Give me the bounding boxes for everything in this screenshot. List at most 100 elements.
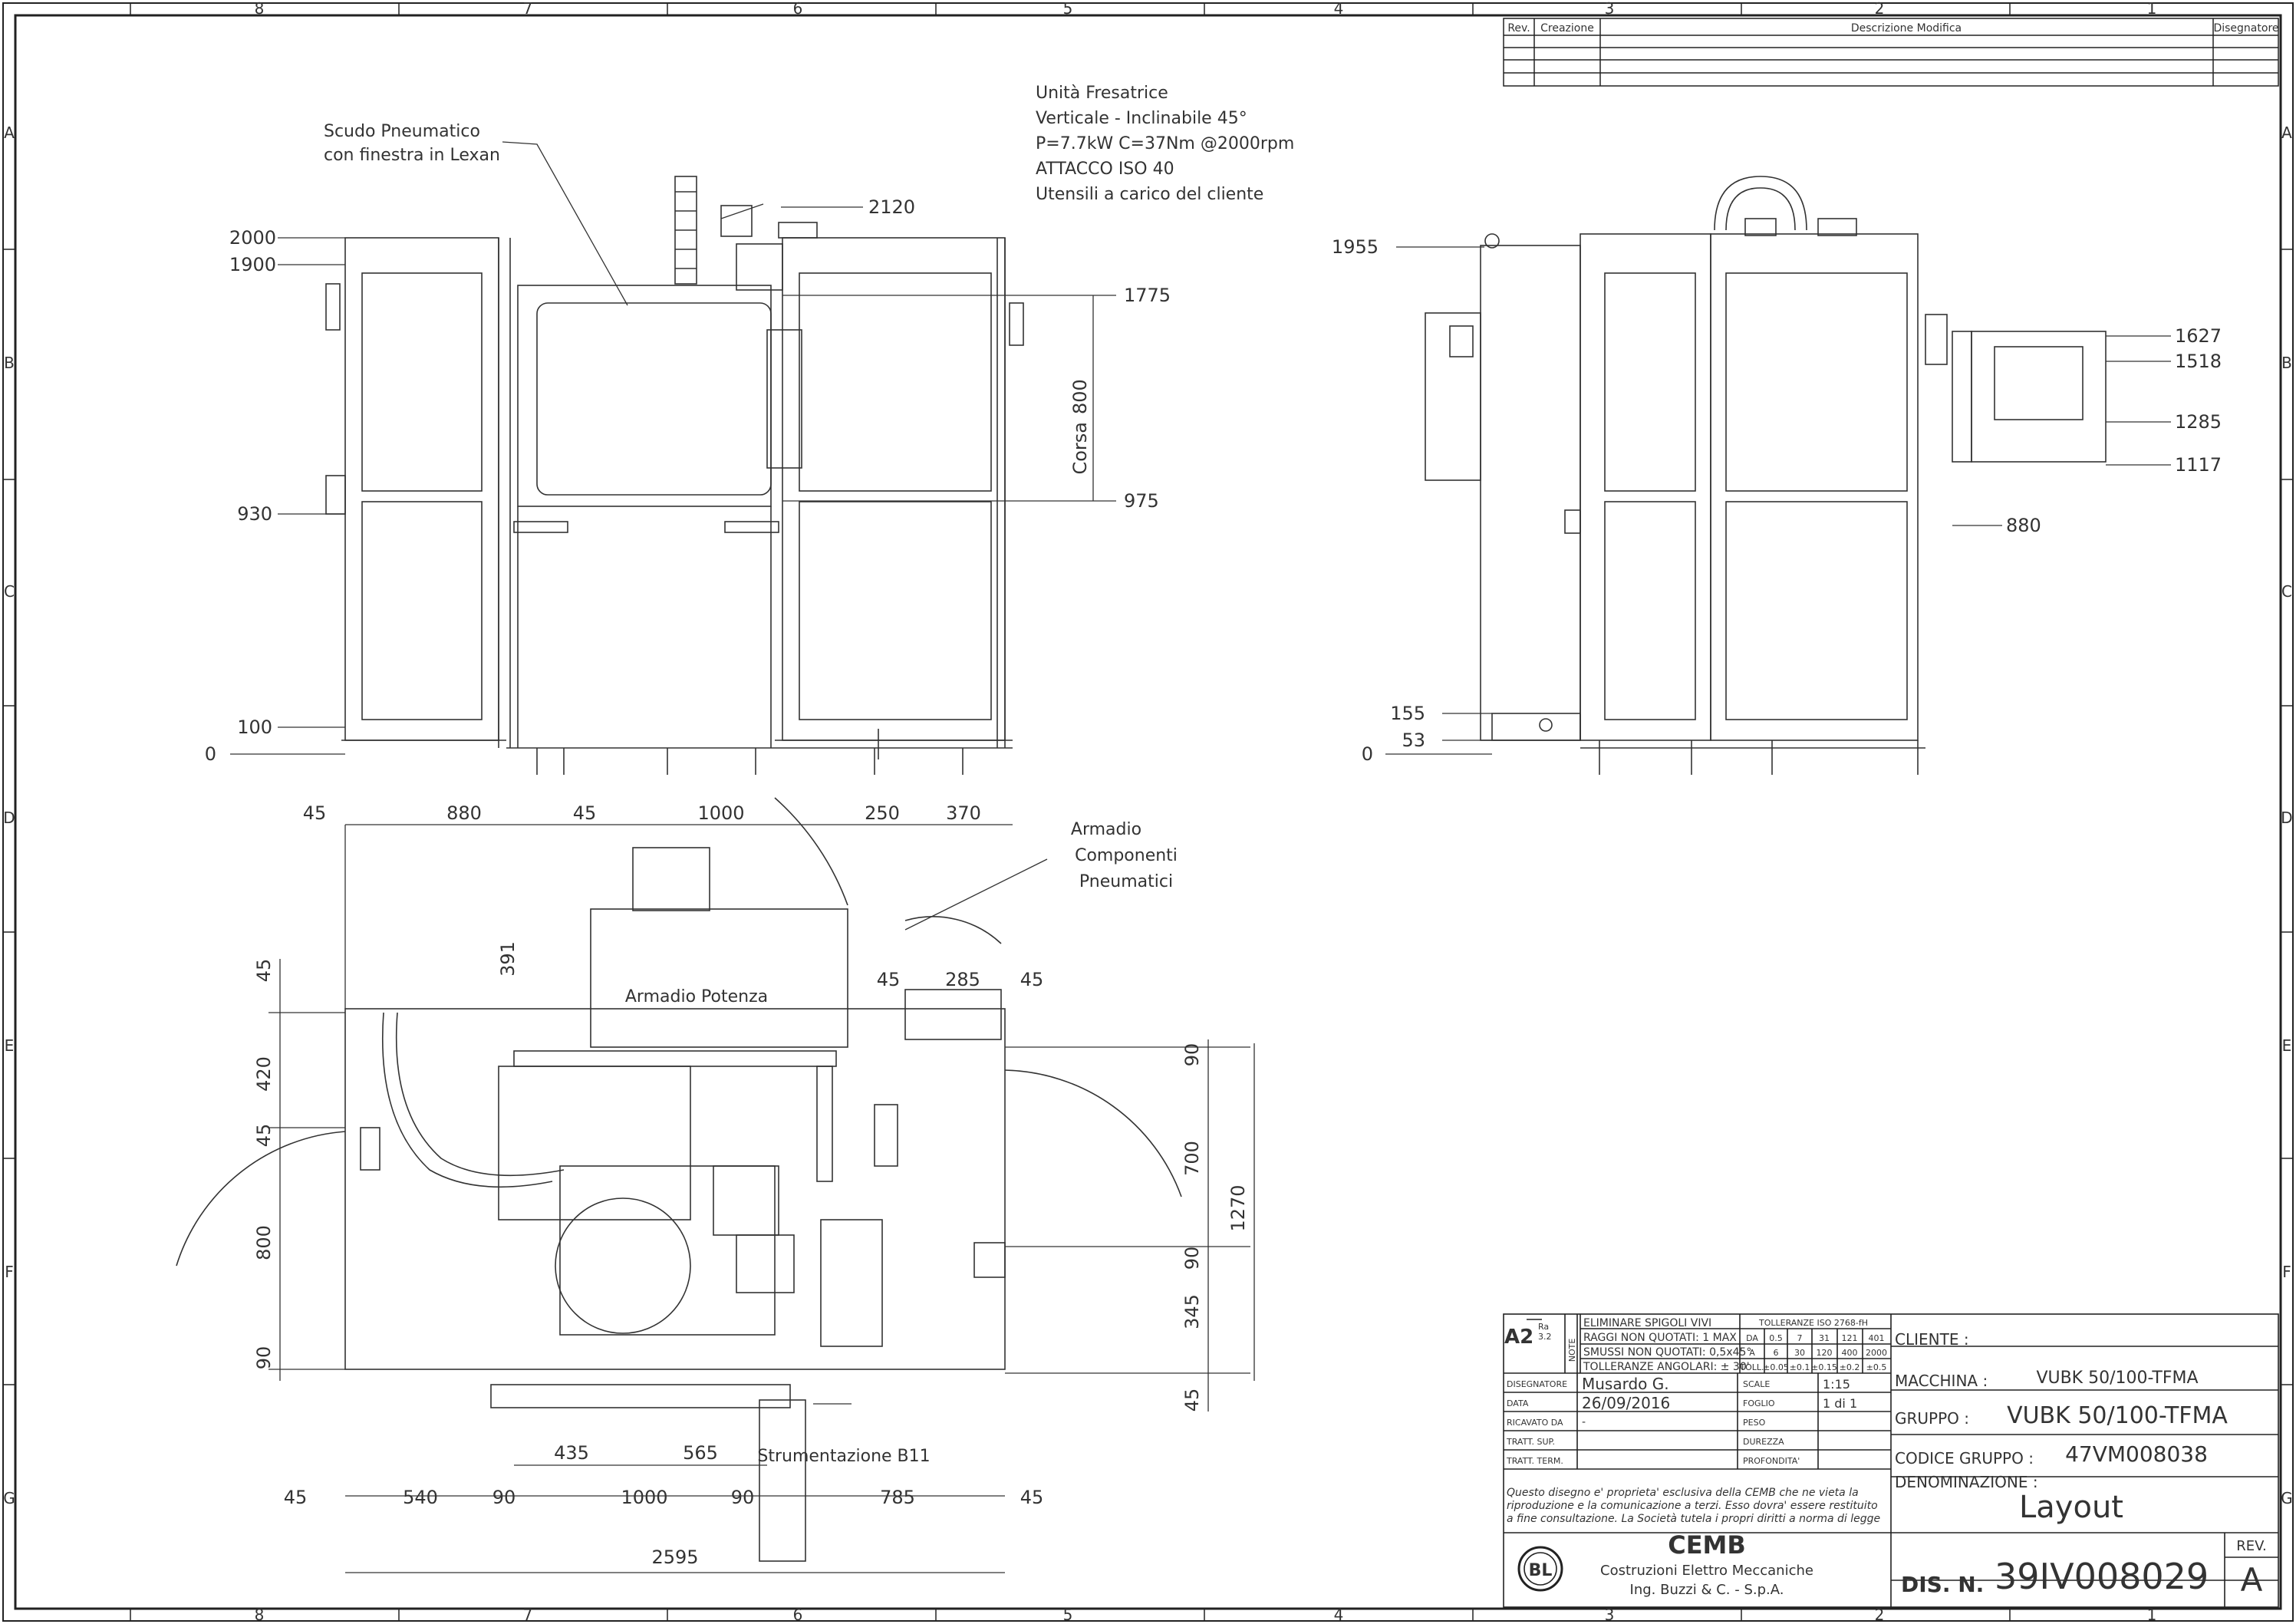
- col-label: 6: [793, 1606, 803, 1624]
- durezza-label: DUREZZA: [1743, 1437, 1784, 1447]
- col-label: 8: [255, 0, 265, 18]
- rev-value: A: [2241, 1561, 2263, 1599]
- macchina-label: MACCHINA :: [1895, 1372, 1988, 1390]
- company-logo-icon: BL: [1529, 1561, 1553, 1580]
- dim-right-1270: 1270: [1227, 1184, 1249, 1231]
- denominazione-value: Layout: [2019, 1490, 2123, 1525]
- dim-left-391: 391: [497, 941, 519, 977]
- tb-row1: ELIMINARE SPIGOLI VIVI: [1583, 1317, 1711, 1329]
- tb-row3: SMUSSI NON QUOTATI: 0,5x45°: [1583, 1346, 1751, 1359]
- dim-left-90: 90: [253, 1346, 275, 1370]
- dim-bot-785: 785: [880, 1487, 915, 1508]
- dim-1627: 1627: [2175, 325, 2222, 347]
- corsa-value: 800: [1069, 379, 1091, 414]
- dim-53: 53: [1402, 730, 1425, 751]
- dim-155: 155: [1390, 703, 1425, 724]
- dim-top-250: 250: [865, 802, 900, 824]
- tol-a-4: 400: [1842, 1348, 1858, 1358]
- creazione-header: Creazione: [1540, 22, 1594, 35]
- unit-label-line2: Verticale - Inclinabile 45°: [1036, 109, 1247, 128]
- format-label: A2: [1504, 1326, 1533, 1349]
- dim-0-side: 0: [1362, 743, 1373, 765]
- data-value: 26/09/2016: [1582, 1394, 1670, 1412]
- tol-a-3: 120: [1817, 1348, 1833, 1358]
- tol-da-3: 31: [1819, 1333, 1830, 1343]
- dim-right-90a: 90: [1181, 1043, 1203, 1067]
- col-label: 7: [523, 0, 533, 18]
- tol-toll-4: ±0.2: [1840, 1362, 1860, 1372]
- company-sub1: Costruzioni Elettro Meccaniche: [1600, 1563, 1813, 1579]
- row-label: D: [2281, 809, 2292, 827]
- armadio-comp-line1: Armadio: [1071, 820, 1141, 839]
- col-label: 5: [1063, 1606, 1073, 1624]
- tol-a-0: A: [1749, 1348, 1755, 1358]
- revision-table: Rev. Creazione Descrizione Modifica Dise…: [1503, 18, 2279, 87]
- row-label: A: [2281, 124, 2292, 142]
- ricavato-label: RICAVATO DA: [1507, 1418, 1563, 1428]
- dis-value: 39IV008029: [1995, 1556, 2209, 1597]
- dim-2120: 2120: [868, 196, 915, 218]
- corsa-label: Corsa: [1069, 422, 1091, 475]
- disegnatore-label: DISEGNATORE: [1507, 1379, 1567, 1389]
- dim-left-45a: 45: [253, 959, 275, 983]
- scale-value: 1:15: [1823, 1377, 1850, 1392]
- dim-1775: 1775: [1124, 285, 1171, 306]
- tratt-sup-label: TRATT. SUP.: [1506, 1437, 1555, 1447]
- armadio-potenza-label: Armadio Potenza: [625, 987, 768, 1006]
- col-label: 3: [1605, 0, 1615, 18]
- col-label: 4: [1334, 1606, 1344, 1624]
- row-label: E: [5, 1036, 15, 1055]
- dim-1900: 1900: [229, 254, 276, 275]
- col-label: 2: [1875, 0, 1885, 18]
- dim-top-45b: 45: [573, 802, 597, 824]
- ricavato-value: -: [1582, 1416, 1586, 1428]
- dim-565: 565: [683, 1442, 718, 1464]
- profondita-label: PROFONDITA': [1743, 1456, 1800, 1466]
- unit-label-line3: P=7.7kW C=37Nm @2000rpm: [1036, 134, 1294, 153]
- dim-top-1000: 1000: [697, 802, 744, 824]
- side-view-text: 1955 155 53 0 1627 1518 1285 1117 880: [1332, 236, 2222, 765]
- front-view-dimensions: [230, 141, 1116, 755]
- plan-view-dimensions: [268, 824, 1255, 1573]
- row-label: D: [3, 809, 15, 827]
- dim-bot-90b: 90: [731, 1487, 755, 1508]
- scale-label: SCALE: [1743, 1379, 1770, 1389]
- tol-da-0: DA: [1746, 1333, 1758, 1343]
- dim-1117: 1117: [2175, 454, 2222, 476]
- front-view: [325, 176, 1024, 775]
- rev-header: Rev.: [1507, 22, 1530, 35]
- row-label: G: [3, 1489, 15, 1507]
- col-label: 3: [1605, 1606, 1615, 1624]
- dim-1955: 1955: [1332, 236, 1379, 258]
- tol-toll-2: ±0.1: [1790, 1362, 1810, 1372]
- plan-view-text: 45 880 45 1000 250 370 Armadio Component…: [253, 802, 1249, 1568]
- dim-left-420: 420: [253, 1056, 275, 1092]
- unit-label-line4: ATTACCO ISO 40: [1036, 160, 1174, 179]
- dim-100: 100: [237, 716, 272, 738]
- macchina-value: VUBK 50/100-TFMA: [2036, 1369, 2198, 1388]
- col-label: 5: [1063, 0, 1073, 18]
- tol-toll-5: ±0.5: [1866, 1362, 1887, 1372]
- col-label: 1: [2147, 0, 2157, 18]
- dim-inner-285: 285: [945, 969, 980, 990]
- dim-bot-1000: 1000: [621, 1487, 667, 1508]
- col-label: 8: [255, 1606, 265, 1624]
- ra-label: Ra: [1538, 1322, 1549, 1332]
- strumentazione-label: Strumentazione B11: [757, 1447, 930, 1466]
- foglio-label: FOGLIO: [1743, 1398, 1775, 1408]
- shield-label-line2: con finestra in Lexan: [324, 146, 500, 165]
- dim-1285: 1285: [2175, 411, 2222, 433]
- tol-title: TOLLERANZE ISO 2768-fH: [1758, 1318, 1868, 1328]
- note-label: NOTE: [1567, 1339, 1577, 1362]
- dim-right-45: 45: [1181, 1388, 1203, 1412]
- dim-bot-45a: 45: [284, 1487, 308, 1508]
- dim-inner-45b: 45: [1020, 969, 1044, 990]
- side-view: [1425, 176, 2107, 775]
- armadio-comp-line2: Componenti: [1075, 846, 1178, 865]
- peso-label: PESO: [1743, 1418, 1766, 1428]
- armadio-comp-line3: Pneumatici: [1079, 872, 1173, 891]
- title-block: A2 Ra 3.2 NOTE ELIMINARE SPIGOLI VIVI RA…: [1503, 1313, 2279, 1608]
- dim-435: 435: [554, 1442, 589, 1464]
